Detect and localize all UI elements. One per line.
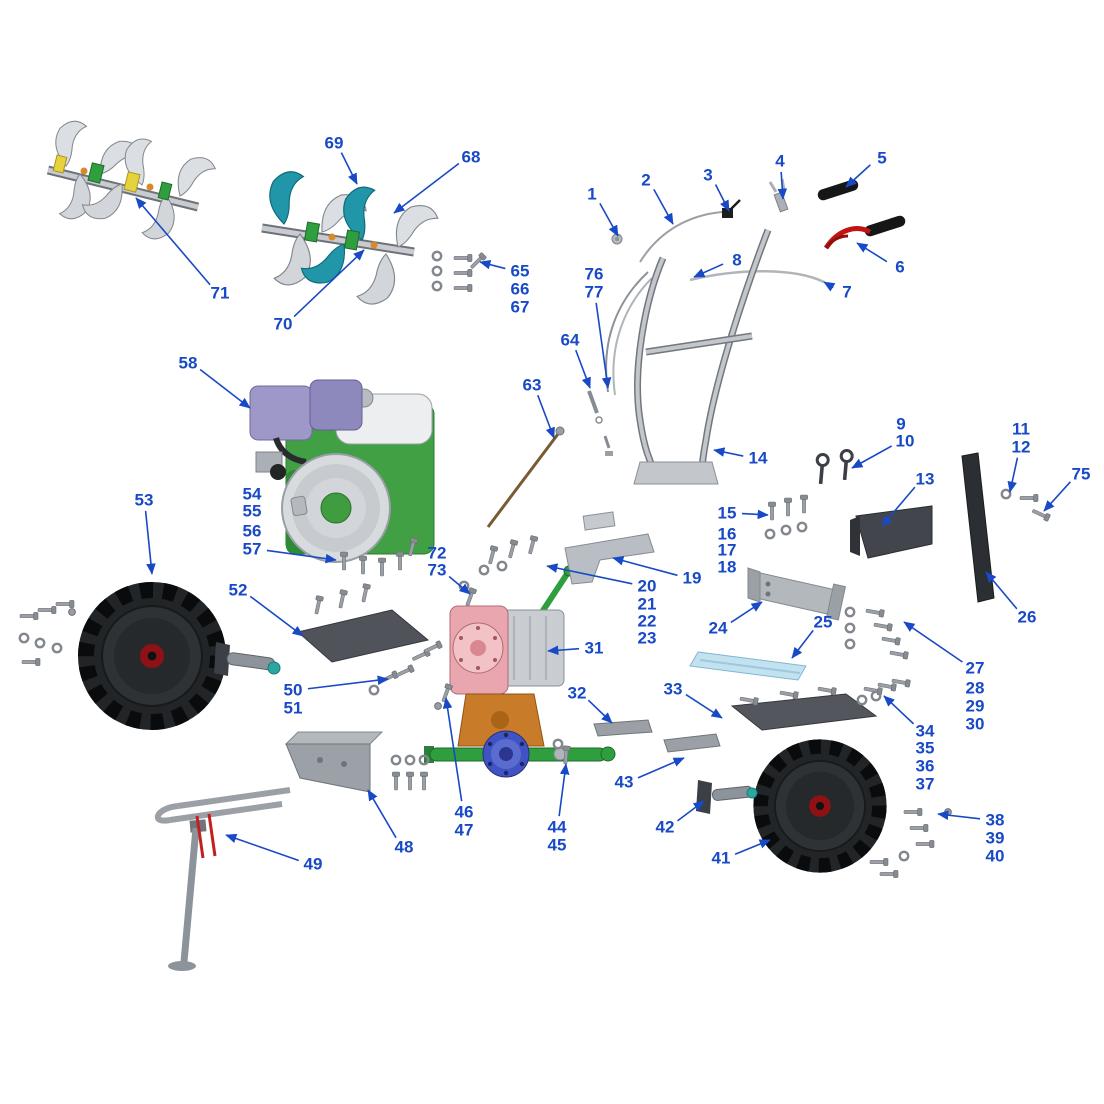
wheel-left bbox=[18, 582, 226, 730]
support-stand-49 bbox=[154, 787, 291, 971]
bracket-48 bbox=[284, 731, 384, 793]
lever-bracket-4 bbox=[768, 178, 789, 213]
bracket-24 bbox=[747, 567, 846, 621]
bar-32 bbox=[593, 719, 653, 737]
strip-25 bbox=[689, 651, 807, 681]
axle-right bbox=[696, 780, 758, 814]
wheel-right bbox=[753, 739, 886, 872]
handlebar-assembly bbox=[605, 178, 906, 485]
hardware-11-12-75 bbox=[1000, 488, 1051, 522]
tiller-assembly-right bbox=[261, 166, 441, 307]
red-lever-6 bbox=[823, 226, 872, 250]
throttle-3 bbox=[722, 199, 741, 218]
grip-5 bbox=[817, 179, 859, 201]
hardware-15-18 bbox=[764, 494, 808, 540]
hardware-27-30 bbox=[844, 606, 909, 660]
drive-belt-26 bbox=[961, 452, 995, 603]
eyebolts-9-10 bbox=[813, 448, 855, 486]
pin-64 bbox=[587, 390, 613, 456]
bracket-13 bbox=[850, 505, 933, 559]
grip-6b bbox=[864, 215, 906, 237]
tiller-assembly-left bbox=[46, 117, 218, 242]
axle-left bbox=[214, 640, 443, 696]
dipstick-63 bbox=[486, 426, 565, 528]
plate-33 bbox=[730, 684, 878, 731]
engine bbox=[249, 379, 435, 577]
rod-2 bbox=[639, 211, 723, 263]
hardware-46-47 bbox=[390, 754, 430, 791]
gearbox bbox=[424, 565, 616, 778]
bar-43 bbox=[663, 733, 721, 753]
mount-plate-52 bbox=[296, 583, 430, 663]
hardware-34-37 bbox=[856, 676, 911, 706]
hardware-cluster-top bbox=[431, 250, 487, 292]
air-filter bbox=[249, 385, 313, 441]
cable-7 bbox=[689, 270, 825, 284]
